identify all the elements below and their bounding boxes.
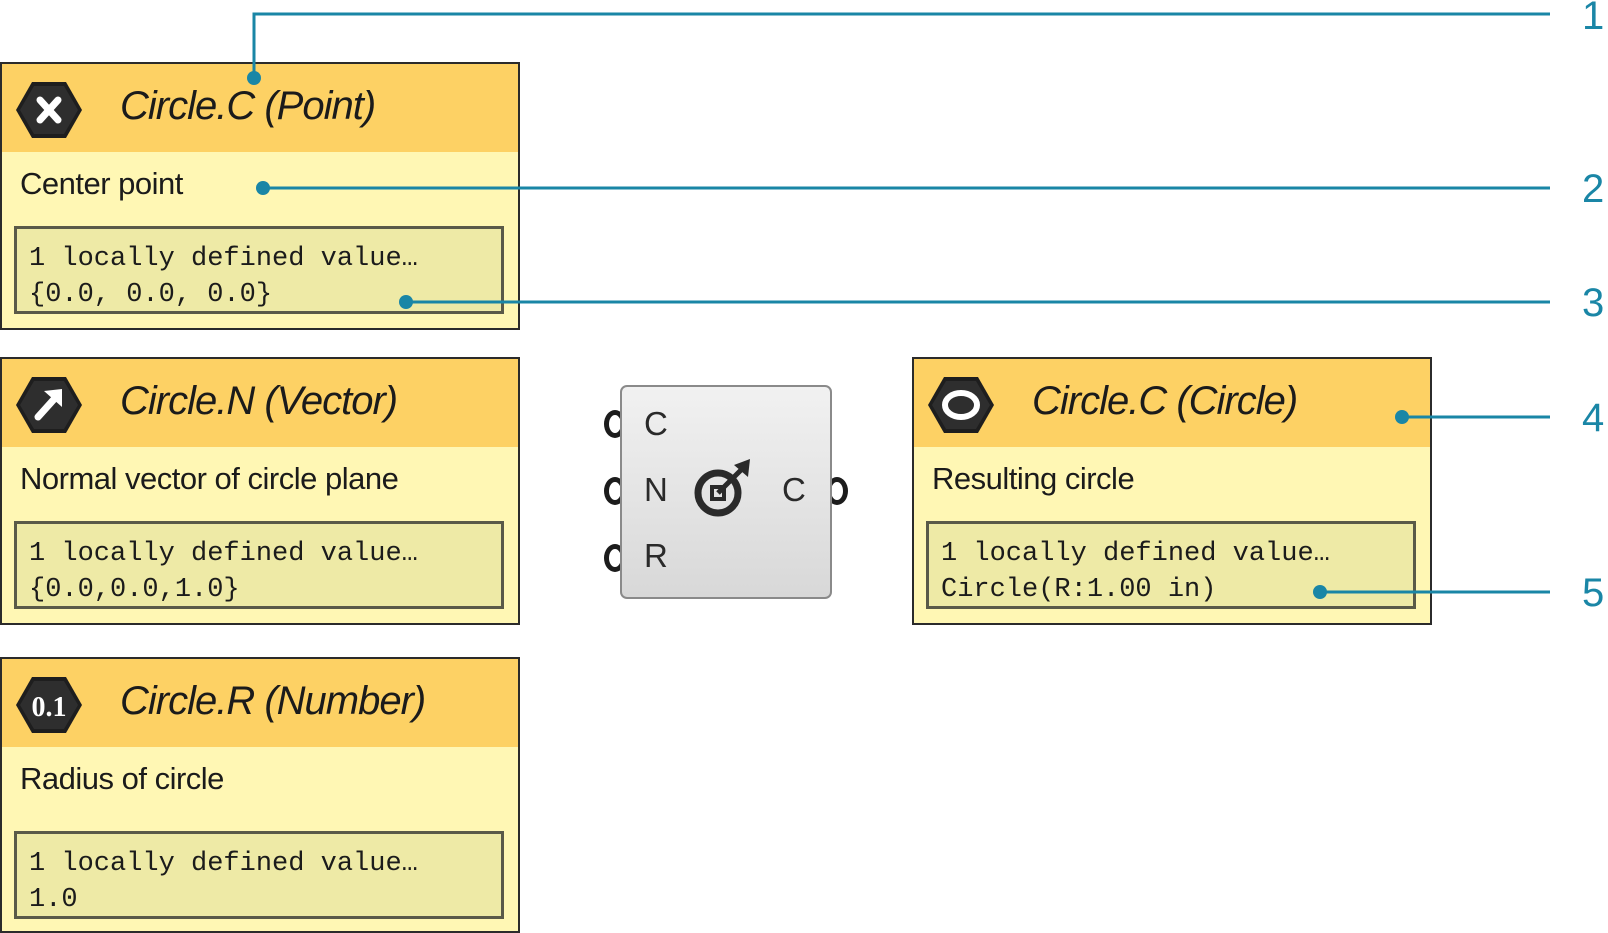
tooltip-header: Circle.C (Circle) bbox=[914, 359, 1430, 447]
data-summary: 1 locally defined value… bbox=[941, 539, 1330, 569]
tooltip-title: Circle.C (Point) bbox=[120, 84, 376, 128]
tooltip-description: Resulting circle bbox=[932, 461, 1135, 496]
number-icon-label: 0.1 bbox=[32, 692, 67, 723]
tooltip-data-box: 1 locally defined value… {0.0,0.0,1.0} bbox=[14, 521, 504, 609]
callout-number-5: 5 bbox=[1582, 571, 1605, 615]
callout-number-3: 3 bbox=[1582, 281, 1605, 325]
tooltip-resulting-circle: Circle.C (Circle) Resulting circle 1 loc… bbox=[912, 357, 1432, 625]
tooltip-data-box: 1 locally defined value… {0.0, 0.0, 0.0} bbox=[14, 226, 504, 314]
input-label-c: C bbox=[644, 405, 668, 442]
input-label-n: N bbox=[644, 471, 668, 508]
tooltip-description: Center point bbox=[20, 166, 183, 201]
leader-dot-5 bbox=[1313, 585, 1327, 599]
leader-dot-2 bbox=[256, 181, 270, 195]
tooltip-data-box: 1 locally defined value… Circle(R:1.00 i… bbox=[926, 521, 1416, 609]
tooltip-data-box: 1 locally defined value… 1.0 bbox=[14, 831, 504, 919]
tooltip-title: Circle.C (Circle) bbox=[1032, 379, 1298, 423]
circle-component-icon bbox=[694, 459, 750, 517]
circle-component[interactable]: C N R C bbox=[620, 385, 832, 599]
data-summary: 1 locally defined value… bbox=[29, 244, 418, 274]
callout-number-4: 4 bbox=[1582, 396, 1605, 440]
input-label-r: R bbox=[644, 537, 668, 574]
leader-line-1 bbox=[252, 12, 1550, 78]
number-icon: 0.1 bbox=[16, 677, 82, 733]
data-summary: 1 locally defined value… bbox=[29, 539, 418, 569]
tooltip-header: Circle.N (Vector) bbox=[2, 359, 518, 447]
close-x-icon bbox=[16, 82, 82, 138]
leader-dot-3 bbox=[399, 295, 413, 309]
tooltip-description: Normal vector of circle plane bbox=[20, 461, 399, 496]
circle-icon bbox=[928, 377, 994, 433]
data-summary: 1 locally defined value… bbox=[29, 849, 418, 879]
data-value: {0.0, 0.0, 0.0} bbox=[29, 280, 273, 310]
data-value: {0.0,0.0,1.0} bbox=[29, 575, 240, 605]
tooltip-description: Radius of circle bbox=[20, 761, 224, 796]
output-label-c: C bbox=[782, 471, 806, 508]
tooltip-header: 0.1 Circle.R (Number) bbox=[2, 659, 518, 747]
data-value: Circle(R:1.00 in) bbox=[941, 575, 1217, 605]
callout-number-2: 2 bbox=[1582, 167, 1605, 211]
tooltip-title: Circle.R (Number) bbox=[120, 679, 426, 723]
leader-dot-4 bbox=[1395, 410, 1409, 424]
tooltip-radius: 0.1 Circle.R (Number) Radius of circle 1… bbox=[0, 657, 520, 933]
callout-number-1: 1 bbox=[1582, 0, 1605, 38]
tooltip-title: Circle.N (Vector) bbox=[120, 379, 398, 423]
data-value: 1.0 bbox=[29, 885, 78, 915]
tooltip-normal-vector: Circle.N (Vector) Normal vector of circl… bbox=[0, 357, 520, 625]
leader-dot-1 bbox=[247, 71, 261, 85]
vector-arrow-icon bbox=[16, 377, 82, 433]
